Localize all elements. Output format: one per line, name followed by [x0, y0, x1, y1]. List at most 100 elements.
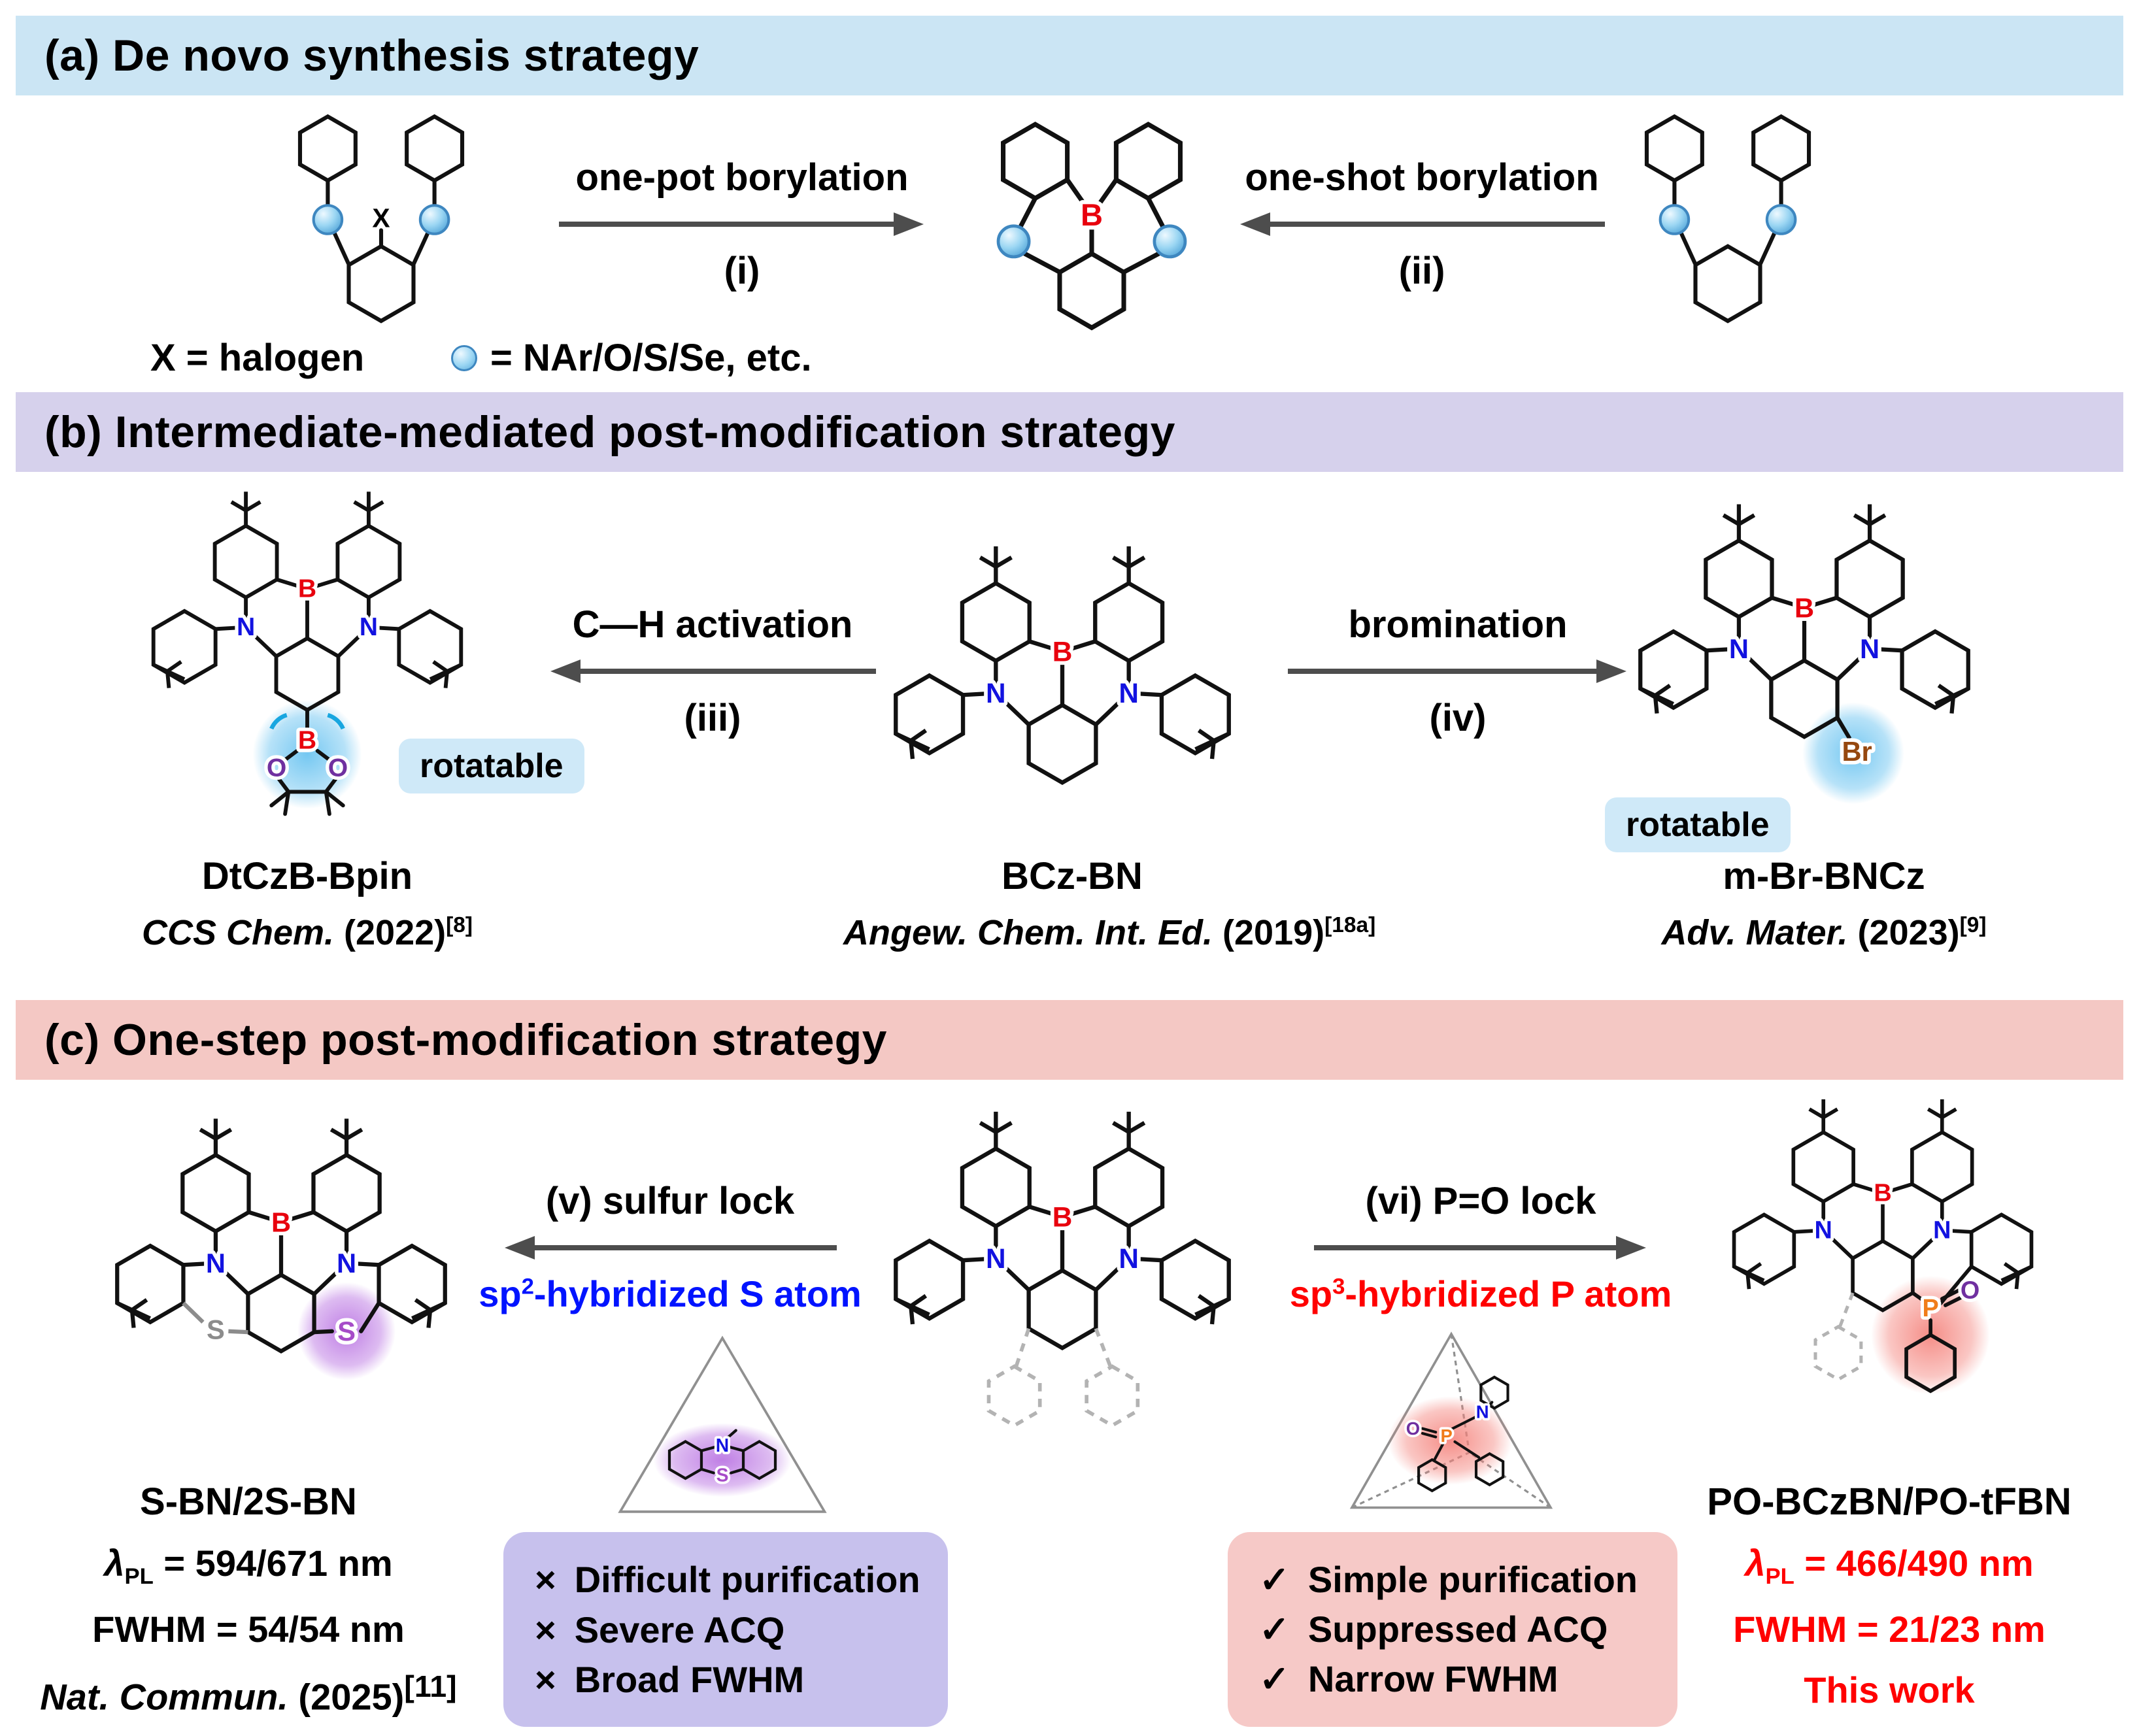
- bcz-bn-caption: BCz-BN Angew. Chem. Int. Ed. (2019)[18a]: [843, 854, 1376, 953]
- linker-ball-icon: [1153, 224, 1187, 259]
- arrow-vi-label: (vi) P=O lock: [1365, 1180, 1596, 1222]
- triangle-outline: [618, 1335, 827, 1513]
- linker-ball-icon: [1765, 204, 1797, 235]
- pro-item: ✓Simple purification: [1259, 1559, 1638, 1600]
- legend-linker-text: = NAr/O/S/Se, etc.: [490, 337, 812, 379]
- pros-box: ✓Simple purification ✓Suppressed ACQ ✓Na…: [1228, 1532, 1677, 1727]
- arrow-one-shot-borylation: one-shot borylation (ii): [1236, 156, 1608, 293]
- oxygen-atom-label: O: [1961, 1277, 1979, 1304]
- sp3-note: sp3-hybridized P atom: [1289, 1273, 1672, 1314]
- arrow-v-label: (v) sulfur lock: [545, 1180, 795, 1222]
- linker-ball-icon: [312, 204, 344, 235]
- molecule-name: BCz-BN: [1002, 855, 1143, 897]
- cross-icon: ×: [535, 1659, 556, 1700]
- section-c-header: (c) One-step post-modification strategy: [16, 1000, 2123, 1080]
- sulfur-highlight: [297, 1282, 396, 1380]
- dtczb-bpin-caption: DtCzB-Bpin CCS Chem. (2022)[8]: [78, 854, 536, 953]
- molecule-name: DtCzB-Bpin: [201, 855, 413, 897]
- rotatable-chip-left: rotatable: [399, 739, 584, 793]
- oxygen-atom-label: O: [267, 754, 286, 782]
- arrow-i-step: (i): [724, 250, 760, 292]
- molecule-borylated-product: B: [996, 115, 1187, 336]
- section-a-content: X one-pot borylation (i) B one-shot bo: [0, 95, 2139, 392]
- con-item: ×Severe ACQ: [535, 1609, 785, 1650]
- section-b-content: B O O rotatable DtCzB-Bpin CCS Chem. (20…: [0, 472, 2139, 1000]
- arrow-right-icon: [1288, 659, 1626, 683]
- cross-icon: ×: [535, 1559, 556, 1600]
- lambda-pl-value: λPL = 594/671 nm: [104, 1543, 393, 1590]
- check-icon: ✓: [1259, 1658, 1290, 1699]
- phenothiazine-triangle: N S: [618, 1335, 827, 1513]
- arrow-iv-step: (iv): [1429, 697, 1487, 739]
- citation: Nat. Commun. (2025)[11]: [40, 1669, 457, 1718]
- arrow-right-icon: [559, 212, 924, 236]
- sulfur-atom-label: S: [716, 1464, 729, 1485]
- molecule-m-br-bncz: Br: [1595, 492, 2013, 805]
- arrow-po-lock: (vi) P=O lock sp3-hybridized P atom: [1290, 1179, 1672, 1315]
- linker-ball-icon: [996, 224, 1031, 259]
- arrow-left-icon: [1240, 212, 1605, 236]
- oxygen-atom-label: O: [328, 754, 348, 782]
- linker-ball-icon: [418, 204, 450, 235]
- lambda-pl-value: λPL = 466/490 nm: [1745, 1543, 2034, 1590]
- boron-atom-label: B: [1081, 197, 1103, 232]
- arrow-sulfur-lock: (v) sulfur lock sp2-hybridized S atom: [479, 1179, 862, 1315]
- molecule-precursor-ch: [1634, 108, 1821, 331]
- arrow-ii-step: (ii): [1398, 250, 1445, 292]
- rotatable-chip-right: rotatable: [1605, 797, 1791, 852]
- linker-ball-icon: [451, 344, 477, 371]
- con-item: ×Difficult purification: [535, 1559, 920, 1600]
- arrow-one-pot-borylation: one-pot borylation (i): [556, 156, 928, 293]
- linker-ball-icon: [1659, 204, 1691, 235]
- arrow-iii-label: C—H activation: [572, 603, 853, 646]
- arrow-right-icon: [1314, 1236, 1646, 1260]
- pro-item: ✓Narrow FWHM: [1259, 1658, 1558, 1699]
- arrow-ch-activation: C—H activation (iii): [543, 603, 883, 740]
- molecule-bcz-bn-rotatable: [850, 1090, 1275, 1477]
- molecule-dtczb-bpin: B O O: [111, 480, 503, 816]
- s-bn-stats: S-BN/2S-BN λPL = 594/671 nm FWHM = 54/54…: [7, 1480, 490, 1736]
- molecule-s-bn: S S: [72, 1106, 490, 1380]
- halogen-x-label: X: [372, 203, 390, 233]
- legend-linker: = NAr/O/S/Se, etc.: [451, 336, 812, 380]
- arrow-ii-label: one-shot borylation: [1245, 156, 1599, 199]
- nitrogen-atom-label: N: [1476, 1402, 1489, 1422]
- sulfur-atom-label: S: [337, 1316, 356, 1346]
- arrow-bromination: bromination (iv): [1281, 603, 1634, 740]
- legend-halogen: X = halogen: [150, 336, 364, 380]
- fwhm-value: FWHM = 21/23 nm: [1733, 1609, 2046, 1650]
- bromine-atom-label: Br: [1842, 736, 1872, 767]
- fwhm-value: FWHM = 54/54 nm: [92, 1609, 405, 1650]
- rotation-arrow-icon: [327, 712, 345, 730]
- cross-icon: ×: [535, 1609, 556, 1650]
- phosphine-oxide-tetrahedron: P O N: [1349, 1331, 1553, 1509]
- m-br-bncz-caption: m-Br-BNCz Adv. Mater. (2023)[9]: [1595, 854, 2053, 953]
- sp2-note: sp2-hybridized S atom: [479, 1273, 862, 1314]
- check-icon: ✓: [1259, 1609, 1290, 1650]
- molecule-bcz-bn: [850, 524, 1275, 829]
- purple-glow: [653, 1423, 792, 1497]
- phosphorus-atom-label: P: [1923, 1295, 1939, 1322]
- cons-box: ×Difficult purification ×Severe ACQ ×Bro…: [503, 1532, 948, 1727]
- molecule-po-bczbn: P O: [1693, 1088, 2072, 1395]
- section-b-header: (b) Intermediate-mediated post-modificat…: [16, 392, 2123, 472]
- oxygen-atom-label: O: [1406, 1418, 1420, 1439]
- boron-atom-label: B: [298, 727, 316, 755]
- phosphorus-atom-label: P: [1441, 1426, 1453, 1446]
- arrow-i-label: one-pot borylation: [575, 156, 909, 199]
- nitrogen-atom-label: N: [716, 1435, 729, 1456]
- section-a-header: (a) De novo synthesis strategy: [16, 16, 2123, 95]
- check-icon: ✓: [1259, 1559, 1290, 1600]
- rotation-arrow-icon: [269, 712, 288, 730]
- molecule-precursor-halogen: X: [288, 108, 475, 331]
- section-c-content: S S S-BN/2S-BN λPL = 594/671 nm FWHM = 5…: [0, 1080, 2139, 1736]
- citation: Angew. Chem. Int. Ed. (2019)[18a]: [843, 913, 1376, 952]
- molecule-name: PO-BCzBN/PO-tFBN: [1707, 1480, 2072, 1523]
- con-item: ×Broad FWHM: [535, 1659, 805, 1700]
- po-bczbn-stats: PO-BCzBN/PO-tFBN λPL = 466/490 nm FWHM =…: [1660, 1480, 2118, 1729]
- molecule-name: S-BN/2S-BN: [140, 1480, 357, 1523]
- arrow-iii-step: (iii): [684, 697, 741, 739]
- arrow-left-icon: [505, 1236, 837, 1260]
- br-highlight: [1802, 702, 1904, 805]
